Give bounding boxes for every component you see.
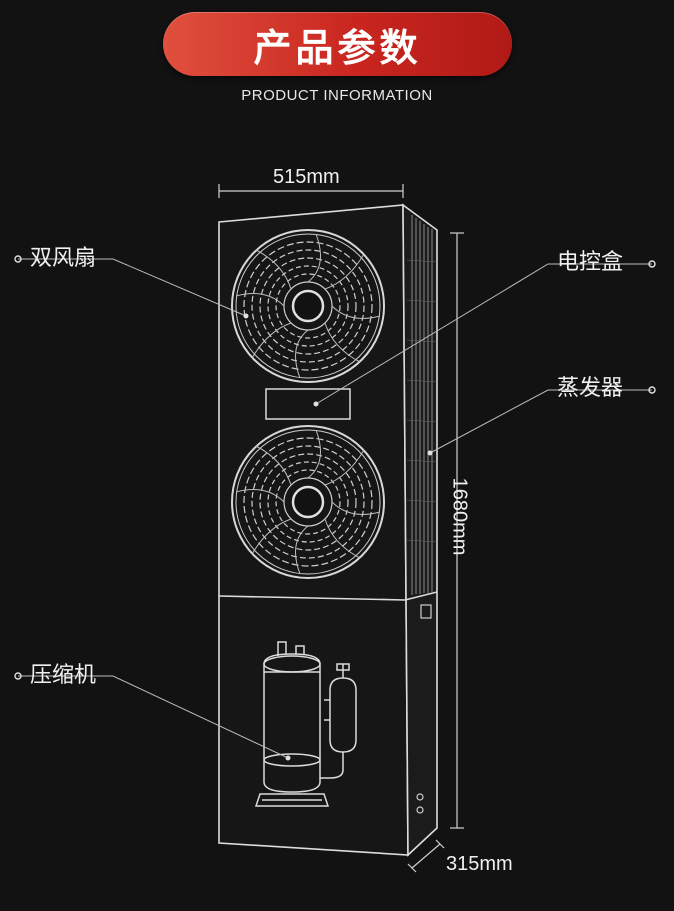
page-subtitle: PRODUCT INFORMATION [241,87,433,104]
height-dimension-line [450,232,464,829]
depth-dimension: 315mm [446,853,513,875]
width-dimension: 515mm [273,166,340,188]
leader-dots [14,255,656,680]
compressor-drawing [254,641,357,807]
side-panel-switch [420,604,432,619]
evaporator-label: 蒸发器 [557,376,624,401]
evaporator-fin-rows [406,259,438,543]
evaporator-fins [411,215,433,595]
pipe-port-upper [416,793,424,801]
fans-label: 双风扇 [30,246,97,271]
height-dimension: 1680mm [448,477,471,556]
cabinet-outline [218,203,438,857]
compressor-label: 压缩机 [30,663,97,688]
control-box-label: 电控盒 [557,250,624,275]
width-dimension-line [218,184,404,198]
depth-dimension-line [407,839,445,873]
target-dots [243,313,433,761]
pipe-port-lower [416,806,424,814]
control-box [265,388,351,420]
leader-lines [18,258,652,759]
title-banner: 产品参数 [163,12,512,76]
page-title: 产品参数 [253,25,422,70]
